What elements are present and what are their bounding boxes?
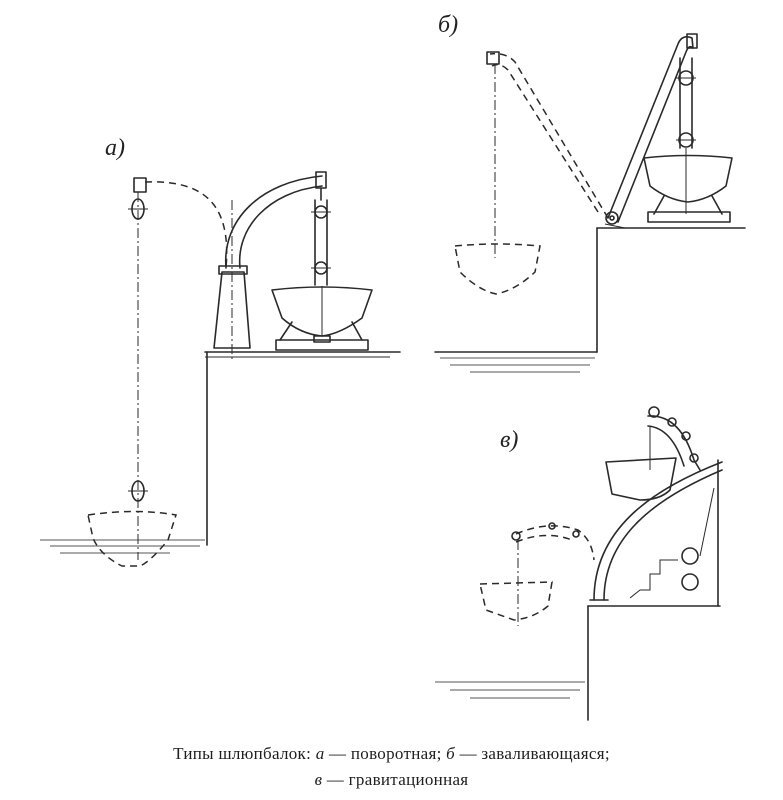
stowed-boat-a [271, 286, 373, 351]
caption-v-text: — гравитационная [322, 770, 469, 789]
winch-v [629, 487, 715, 599]
davit-track-v [589, 461, 723, 601]
water-a [40, 539, 205, 554]
stowed-boat-b [643, 154, 733, 223]
water-b [440, 357, 595, 373]
caption-a-text: — поворотная; [324, 744, 447, 763]
gravity-davit-figure: в) [435, 406, 723, 721]
caption-b-text: — заваливающаяся; [455, 744, 610, 763]
davit-arm-outboard-a [144, 181, 228, 269]
davit-arm-v [647, 406, 701, 471]
caption-b-letter: б [446, 744, 456, 763]
stowed-boat-v [605, 426, 677, 501]
lowered-boat-v [479, 581, 553, 621]
rotary-davit-figure: а) [40, 135, 401, 567]
davit-arm-outboard-b [486, 51, 609, 258]
label-b: б) [438, 12, 458, 38]
caption-a-letter: а [315, 744, 325, 763]
outboard-tackle-a [128, 177, 148, 560]
caption-v-letter: в [314, 770, 323, 789]
label-v: в) [500, 427, 518, 453]
davit-arm-a [225, 171, 327, 269]
davit-arm-outboard-v [511, 522, 595, 626]
davit-pedestal-a [213, 200, 251, 360]
ship-side-b [434, 227, 746, 353]
label-a: а) [105, 135, 125, 161]
lowered-boat-a [87, 510, 177, 567]
figure-caption-line1: Типы шлюпбалок: а — поворотная; б — зава… [0, 744, 783, 764]
caption-prefix: Типы шлюпбалок: [173, 744, 316, 763]
inboard-tackle-a [311, 199, 331, 286]
water-v [435, 681, 585, 699]
davit-arm-b [604, 33, 698, 229]
luffing-davit-figure: б) [434, 12, 746, 373]
ship-side-a [204, 351, 401, 546]
ship-side-v [587, 459, 721, 721]
inboard-tackle-b [676, 57, 696, 214]
lowered-boat-b [454, 243, 541, 295]
figure-caption-line2: в — гравитационная [0, 770, 783, 790]
